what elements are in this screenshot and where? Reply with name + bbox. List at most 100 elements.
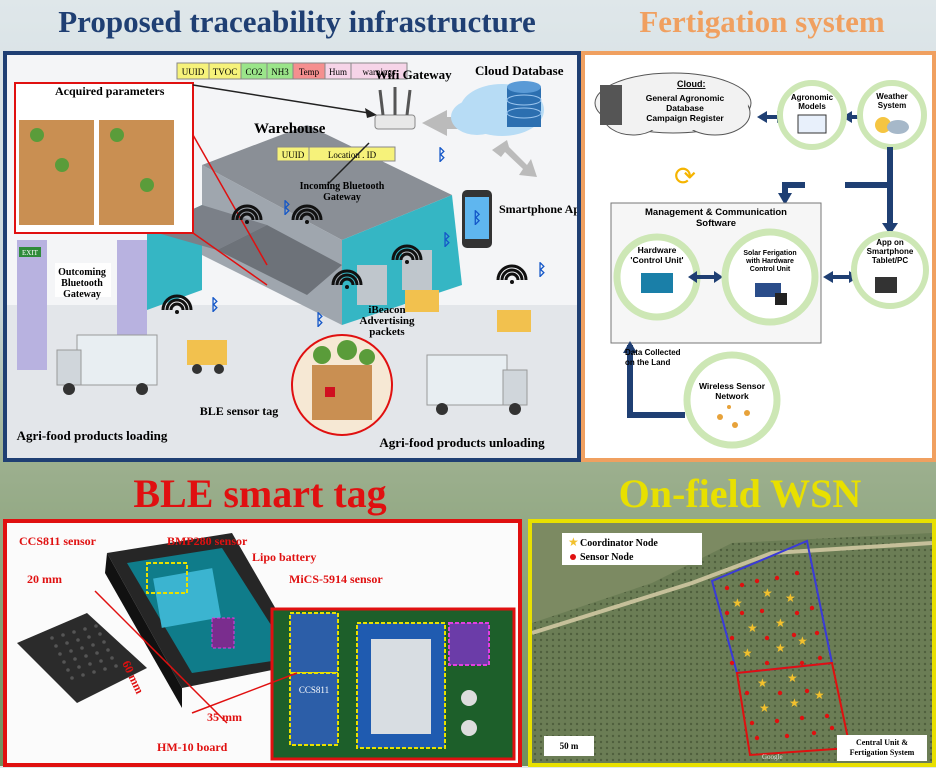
wifi-signal-icon: [231, 204, 263, 224]
sensor-node: [791, 632, 797, 638]
hardware-label: Hardware'Control Unit': [630, 245, 683, 265]
acquired-label: Acquired parameters: [55, 84, 165, 98]
unloading-truck-icon: [426, 354, 528, 415]
text-line: Incoming Bluetooth: [300, 181, 385, 192]
wifi-signal-icon: [391, 244, 423, 264]
case-lid-icon: [17, 613, 147, 703]
sensor-node: [809, 605, 815, 611]
text-line: Agronomic: [791, 93, 834, 102]
text-line: Models: [798, 102, 826, 111]
forklift-icon: [497, 310, 531, 332]
text-line: with Hardware: [745, 258, 794, 265]
scale-box: [544, 736, 594, 756]
sensor-field-label: NH3: [271, 67, 289, 77]
text-line: Campaign Register: [646, 113, 724, 123]
title-traceability: Proposed traceability infrastructure: [58, 4, 536, 39]
warehouse-roof: [202, 125, 452, 240]
id-field-label: UUID: [282, 150, 305, 160]
wsn-nodes: ★★★★★★★★★★★★★: [724, 570, 835, 741]
ccs811-label: CCS811 sensor: [19, 534, 97, 548]
text-line: General Agronomic: [646, 93, 725, 103]
dim-35mm: 35 mm: [207, 710, 242, 724]
bluetooth-icon: ᛒ: [282, 200, 292, 217]
solar-node: [721, 228, 819, 326]
text-line: 'Control Unit': [630, 255, 683, 265]
sensor-node: [729, 660, 735, 666]
arduino-board-icon: [641, 273, 673, 293]
warehouse-label: Warehouse: [254, 121, 326, 137]
sensor-node: [799, 660, 805, 666]
text-line: Gateway: [323, 192, 361, 203]
text-line: Data Collected: [625, 348, 681, 357]
text-line: on the Land: [625, 358, 670, 367]
ble-tag-label: BLE sensor tag: [200, 404, 278, 418]
title-fertigation: Fertigation system: [639, 4, 885, 39]
server-icon: [600, 85, 622, 125]
sensor-node: [739, 582, 745, 588]
text-line: Wireless Sensor: [699, 381, 766, 391]
sensor-field-label: warnings: [363, 67, 396, 77]
sensor-node: [739, 610, 745, 616]
wifi-router-icon: [374, 87, 416, 130]
coordinator-node: ★: [742, 646, 753, 660]
sensor-field-label: Temp: [299, 67, 320, 77]
cloud-database-label: Cloud Database: [475, 63, 564, 78]
sun-icon: [875, 117, 891, 133]
text-line: Outcoming: [58, 267, 106, 278]
wifi-signals: [161, 204, 528, 314]
id-field-label: Location . ID: [328, 150, 377, 160]
text-line: Fertigation System: [850, 748, 915, 757]
sensor-node: [724, 585, 730, 591]
loading-label: Agri-food products loading: [17, 428, 168, 443]
coordinator-node: ★: [787, 671, 798, 685]
wifi-signal-icon: [161, 294, 193, 314]
sensor-field-label: CO2: [245, 67, 262, 77]
scale-label: 50 m: [560, 741, 579, 751]
id-fields-table: UUID Location . ID: [276, 146, 396, 162]
bluetooth-icon: ᛒ: [442, 232, 452, 249]
sensor-node: [799, 715, 805, 721]
title-wsn: On-field WSN: [618, 471, 862, 516]
legend-box: [562, 533, 702, 565]
text-line: Management & Communication: [645, 207, 787, 218]
sensor-node: [824, 713, 830, 719]
wifi-signal-icon: [496, 264, 528, 284]
forklift-icon: [187, 340, 227, 374]
coordinator-node: ★: [757, 676, 768, 690]
wifi-signal-icon: [331, 269, 363, 289]
text-line: iBeacon: [368, 304, 405, 316]
legend-sensor: Sensor Node: [580, 552, 634, 563]
sensor-node: [804, 688, 810, 694]
smartphone-label: Smartphone App: [499, 202, 577, 216]
sensor-field-label: UUID: [182, 67, 205, 77]
exit-sign: EXIT: [22, 249, 39, 257]
sensor-field-label: Hum: [329, 67, 347, 77]
control-box-icon: [775, 293, 787, 305]
sensor-dot-icon: [570, 554, 576, 560]
sensor-node: [744, 690, 750, 696]
hm10-label: HM-10 board: [157, 740, 228, 754]
text-line: Hardware: [638, 245, 677, 255]
sensor-node: [814, 630, 820, 636]
coordinator-node: ★: [785, 591, 796, 605]
bmp280-label: BMP280 sensor: [167, 534, 248, 548]
legend-coordinator: Coordinator Node: [580, 538, 658, 549]
ccs811-board: [289, 672, 339, 746]
text-line: Network: [715, 391, 749, 401]
sensor-node: [794, 570, 800, 576]
sensor-node: [811, 730, 817, 736]
text-line: System: [878, 101, 906, 110]
bluetooth-icon: ᛒ: [537, 262, 547, 279]
sensor-node: [759, 608, 765, 614]
coord-star-icon: ★: [568, 535, 579, 549]
text-line: Gateway: [63, 289, 101, 300]
bmp280-board: [289, 612, 339, 674]
unloading-label: Agri-food products unloading: [379, 435, 545, 450]
tablet-icon: [875, 277, 897, 293]
dim-20mm: 20 mm: [27, 572, 62, 586]
